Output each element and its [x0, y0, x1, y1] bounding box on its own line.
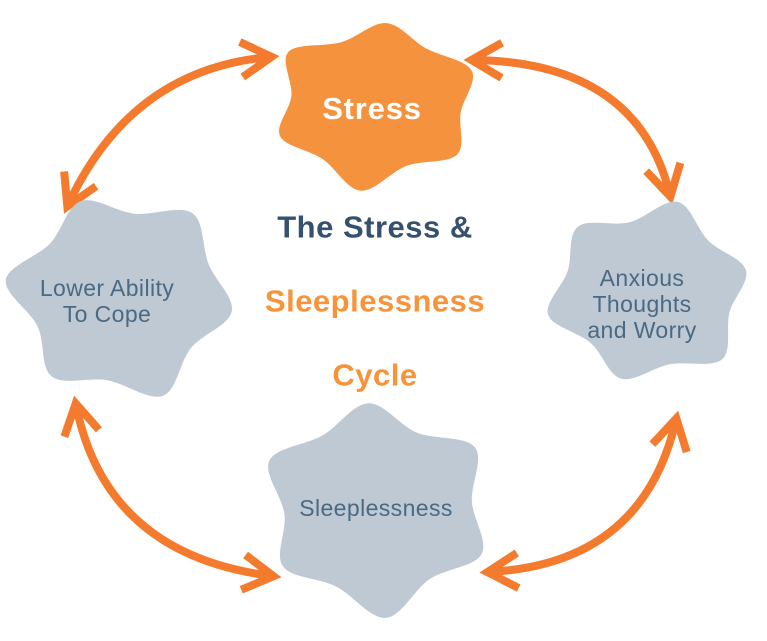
sparkle-mark [12, 385, 18, 391]
sleeplessness-blob [268, 403, 484, 618]
sparkle-mark [271, 33, 278, 46]
sparkle-mark [262, 34, 270, 49]
arrow-cope-sleeplessness [60, 395, 282, 594]
cope-blob [5, 200, 233, 397]
sparkle-mark [504, 260, 511, 280]
anxious-blob [547, 201, 747, 380]
arrow-sleeplessness-anxious [479, 410, 691, 592]
arrow-stress-anxious [463, 39, 685, 205]
stress-blob [279, 23, 474, 191]
arrow-cope-stress [60, 38, 280, 214]
